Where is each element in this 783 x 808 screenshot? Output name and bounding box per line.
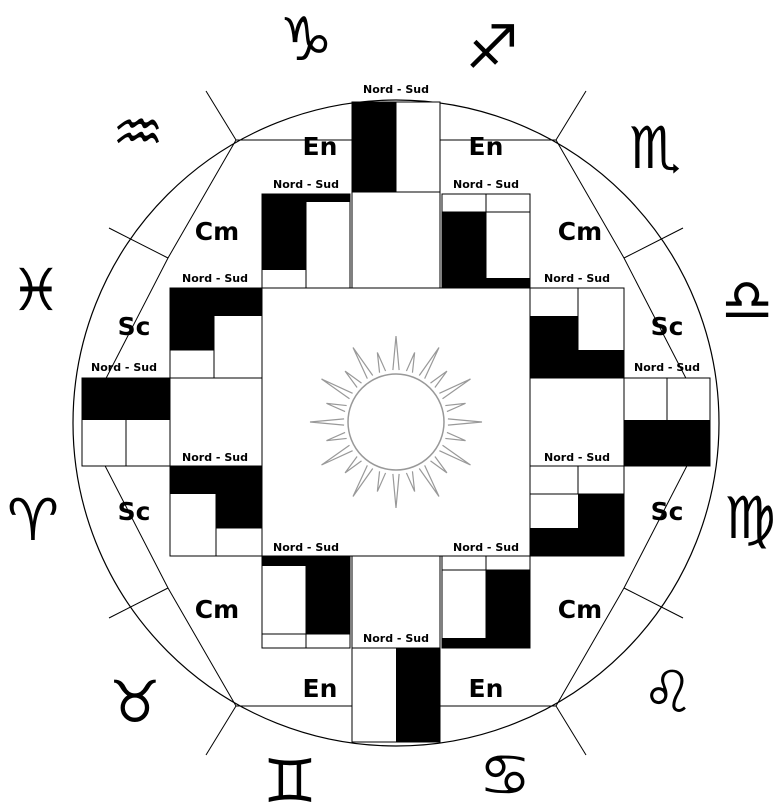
- scorpio-icon: ♏: [629, 114, 681, 182]
- ns-label-far-right: Nord - Sud: [634, 361, 700, 374]
- libra-icon: ♎: [721, 266, 773, 334]
- ns-label-top-right: Nord - Sud: [453, 178, 519, 191]
- virgo-icon: ♍: [724, 484, 776, 552]
- sagittarius-icon: ♐: [465, 13, 519, 83]
- label-cm-lower-right: Cm: [558, 595, 602, 624]
- ns-label-left-lower: Nord - Sud: [182, 451, 248, 464]
- aquarius-icon: ♒: [112, 98, 164, 166]
- ns-label-right-lower: Nord - Sud: [544, 451, 610, 464]
- center-square: [262, 288, 530, 556]
- label-sc-lower-right: Sc: [651, 497, 684, 526]
- capricorn-icon: ♑: [279, 5, 333, 75]
- label-sc-upper-left: Sc: [118, 312, 151, 341]
- label-cm-upper-right: Cm: [558, 217, 602, 246]
- ns-label-bottom-right: Nord - Sud: [453, 541, 519, 554]
- ns-label-top-left: Nord - Sud: [273, 178, 339, 191]
- ns-label-left-upper: Nord - Sud: [182, 272, 248, 285]
- cancer-icon: ♋: [479, 741, 531, 808]
- label-en-top-right: En: [469, 132, 504, 161]
- aries-icon: ♈: [7, 486, 59, 554]
- leo-icon: ♌: [642, 658, 694, 726]
- taurus-icon: ♉: [109, 668, 161, 736]
- ns-label-bottom: Nord - Sud: [363, 632, 429, 645]
- block-top: [352, 102, 396, 192]
- ns-label-right-upper: Nord - Sud: [544, 272, 610, 285]
- label-en-bottom-right: En: [469, 674, 504, 703]
- ns-label-far-left: Nord - Sud: [91, 361, 157, 374]
- ns-label-bottom-left: Nord - Sud: [273, 541, 339, 554]
- ns-label-top: Nord - Sud: [363, 83, 429, 96]
- pisces-icon: ♓: [10, 256, 62, 324]
- label-cm-upper-left: Cm: [195, 217, 239, 246]
- label-sc-upper-right: Sc: [651, 312, 684, 341]
- gemini-icon: ♊: [263, 747, 317, 808]
- label-en-bottom-left: En: [303, 674, 338, 703]
- label-cm-lower-left: Cm: [195, 595, 239, 624]
- label-en-top-left: En: [303, 132, 338, 161]
- label-sc-lower-left: Sc: [118, 497, 151, 526]
